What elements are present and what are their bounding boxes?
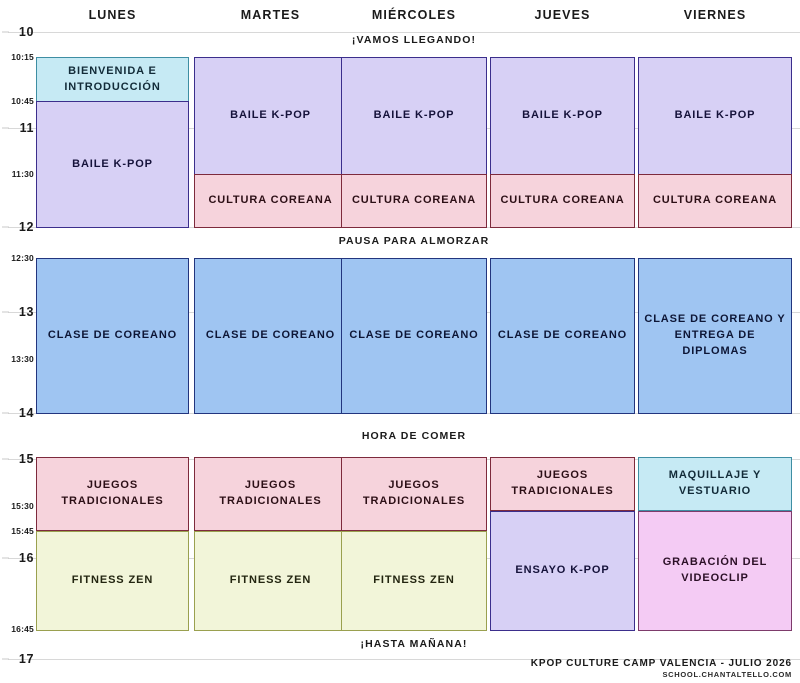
- event-label: CLASE DE COREANO: [497, 329, 628, 342]
- event-label: JUEGOS TRADICIONALES: [362, 479, 466, 507]
- axis-tick: [2, 226, 9, 228]
- break-banner-almuerzo: PAUSA PARA ALMORZAR: [338, 235, 490, 247]
- gridline: [8, 32, 800, 33]
- event-label: CLASE DE COREANO: [205, 329, 336, 342]
- day-header-martes: MARTES: [240, 8, 301, 22]
- time-label: 15:45: [11, 526, 34, 536]
- event-block-vie-maquillaje[interactable]: MAQUILLAJE Y VESTUARIO: [638, 457, 792, 511]
- event-label: CULTURA COREANA: [351, 194, 477, 207]
- event-label: BIENVENIDA E INTRODUCCIÓN: [64, 64, 161, 93]
- event-block-jue-ensayo[interactable]: ENSAYO K-POP: [490, 511, 635, 631]
- event-label: CLASE DE COREANO: [349, 329, 479, 342]
- event-label: MAQUILLAJE Y VESTUARIO: [668, 469, 762, 497]
- event-block-mar-juegos[interactable]: JUEGOS TRADICIONALES: [194, 457, 347, 531]
- footer-title: KPOP CULTURE CAMP VALENCIA - JULIO 2026: [530, 658, 792, 669]
- time-label: 15:30: [11, 501, 34, 511]
- axis-tick: [2, 658, 9, 660]
- event-label: FITNESS ZEN: [229, 574, 312, 587]
- event-block-mar-baile[interactable]: BAILE K-POP: [194, 57, 347, 175]
- event-block-vie-coreano[interactable]: CLASE DE COREANO Y ENTREGA DE DIPLOMAS: [638, 258, 792, 414]
- axis-tick: [2, 311, 9, 313]
- event-block-vie-cultura[interactable]: CULTURA COREANA: [638, 174, 792, 228]
- event-label: BAILE K-POP: [72, 157, 153, 170]
- time-label: 10:15: [11, 52, 34, 62]
- event-block-vie-grabacion[interactable]: GRABACIÓN DEL VIDEOCLIP: [638, 511, 792, 631]
- event-label: CLASE DE COREANO Y ENTREGA DE DIPLOMAS: [644, 313, 786, 357]
- event-block-mar-cultura[interactable]: CULTURA COREANA: [194, 174, 347, 228]
- event-block-mar-fitness[interactable]: FITNESS ZEN: [194, 531, 347, 631]
- axis-tick: [2, 412, 9, 414]
- event-label: BAILE K-POP: [674, 109, 756, 122]
- day-header-viernes: VIERNES: [683, 8, 747, 22]
- time-label: 16: [18, 551, 34, 565]
- event-block-mie-baile[interactable]: BAILE K-POP: [341, 57, 487, 175]
- time-label: 14: [18, 406, 34, 420]
- event-block-jue-cultura[interactable]: CULTURA COREANA: [490, 174, 635, 228]
- time-label: 10: [18, 25, 34, 39]
- event-block-mie-fitness[interactable]: FITNESS ZEN: [341, 531, 487, 631]
- event-block-jue-baile[interactable]: BAILE K-POP: [490, 57, 635, 175]
- event-label: FITNESS ZEN: [71, 574, 154, 587]
- day-header-miercoles: MIÉRCOLES: [371, 8, 457, 22]
- event-block-mie-coreano[interactable]: CLASE DE COREANO: [341, 258, 487, 414]
- time-label: 17: [18, 652, 34, 666]
- event-block-mie-cultura[interactable]: CULTURA COREANA: [341, 174, 487, 228]
- event-block-jue-coreano[interactable]: CLASE DE COREANO: [490, 258, 635, 414]
- break-banner-comer: HORA DE COMER: [361, 430, 467, 442]
- break-banner-hasta-manana: ¡HASTA MAÑANA!: [360, 638, 468, 650]
- event-label: CULTURA COREANA: [500, 194, 625, 207]
- time-label: 13: [18, 305, 34, 319]
- event-label: JUEGOS TRADICIONALES: [61, 479, 164, 507]
- event-label: JUEGOS TRADICIONALES: [219, 479, 322, 507]
- time-label: 11:30: [11, 169, 34, 179]
- event-label: CULTURA COREANA: [652, 194, 778, 207]
- day-header-lunes: LUNES: [88, 8, 137, 22]
- event-label: BAILE K-POP: [522, 109, 603, 122]
- event-block-lun-bienvenida[interactable]: BIENVENIDA E INTRODUCCIÓN: [36, 57, 189, 102]
- gridline: [8, 659, 800, 660]
- event-label: GRABACIÓN DEL VIDEOCLIP: [662, 556, 768, 584]
- axis-tick: [2, 127, 9, 129]
- break-banner-llegando: ¡VAMOS LLEGANDO!: [351, 34, 477, 46]
- day-header-jueves: JUEVES: [534, 8, 591, 22]
- time-label: 16:45: [11, 624, 34, 634]
- time-label: 15: [18, 452, 34, 466]
- time-label: 10:45: [11, 96, 34, 106]
- event-block-lun-fitness[interactable]: FITNESS ZEN: [36, 531, 189, 631]
- event-label: ENSAYO K-POP: [515, 564, 610, 577]
- event-block-jue-juegos[interactable]: JUEGOS TRADICIONALES: [490, 457, 635, 511]
- event-block-lun-coreano[interactable]: CLASE DE COREANO: [36, 258, 189, 414]
- event-label: FITNESS ZEN: [373, 574, 455, 587]
- event-label: CULTURA COREANA: [208, 194, 333, 207]
- event-label: JUEGOS TRADICIONALES: [511, 469, 614, 497]
- event-label: BAILE K-POP: [230, 109, 311, 122]
- event-label: BAILE K-POP: [373, 109, 455, 122]
- axis-tick: [2, 31, 9, 33]
- axis-tick: [2, 458, 9, 460]
- event-block-lun-juegos[interactable]: JUEGOS TRADICIONALES: [36, 457, 189, 531]
- time-label: 11: [19, 121, 34, 135]
- time-label: 12:30: [11, 253, 34, 263]
- time-label: 13:30: [11, 354, 34, 364]
- event-label: CLASE DE COREANO: [47, 329, 178, 342]
- footer: KPOP CULTURE CAMP VALENCIA - JULIO 2026 …: [531, 658, 792, 679]
- event-block-mar-coreano[interactable]: CLASE DE COREANO: [194, 258, 347, 414]
- event-block-mie-juegos[interactable]: JUEGOS TRADICIONALES: [341, 457, 487, 531]
- event-block-vie-baile[interactable]: BAILE K-POP: [638, 57, 792, 175]
- axis-tick: [2, 557, 9, 559]
- event-block-lun-baile[interactable]: BAILE K-POP: [36, 101, 189, 228]
- time-label: 12: [18, 220, 34, 234]
- footer-website: SCHOOL.CHANTALTELLO.COM: [662, 670, 792, 679]
